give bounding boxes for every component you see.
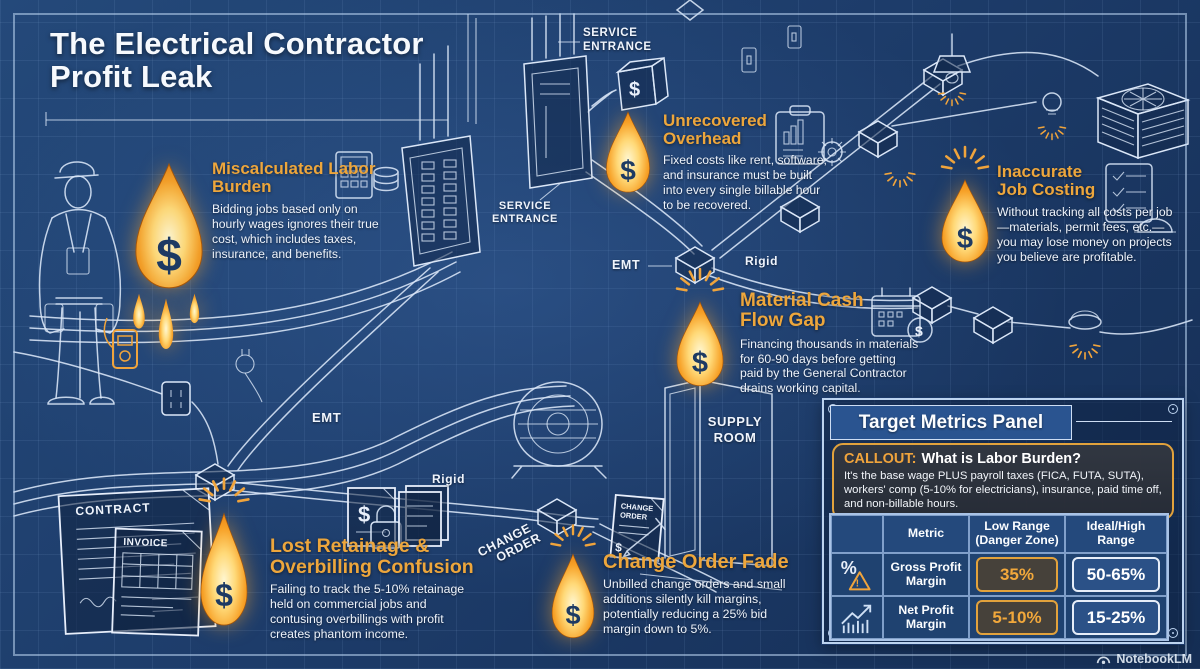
- clipboard-chart-gear-icon: [775, 105, 846, 166]
- profit-leak-drip: $: [668, 298, 732, 394]
- junction-box: [537, 498, 577, 536]
- profit-leak-drip: $: [598, 108, 658, 200]
- wall-switch: [741, 25, 802, 73]
- label-emt-lower: EMT: [312, 410, 342, 425]
- growth-chart-icon: [831, 596, 883, 639]
- section-miscalculated-labor-burden: Miscalculated Labor Burden Bidding jobs …: [212, 159, 380, 262]
- metric-name: Net Profit Margin: [883, 596, 969, 639]
- section-body: Bidding jobs based only on hourly wages …: [212, 202, 379, 261]
- junction-box: [858, 120, 898, 158]
- supply-room-door: [639, 379, 783, 591]
- pendant-light: [932, 33, 972, 107]
- notebooklm-logo-icon: [1097, 656, 1111, 664]
- calendar-dollar-icon: $: [871, 287, 933, 343]
- panel-header-rule: [1076, 421, 1172, 422]
- ceiling-light: [1068, 310, 1102, 360]
- svg-text:$: $: [629, 79, 640, 101]
- ideal-range-value: 15-25%: [1065, 596, 1167, 639]
- section-lost-retainage-overbilling: Lost Retainage & Overbilling Confusion F…: [270, 536, 510, 642]
- callout-question: What is Labor Burden?: [921, 451, 1082, 467]
- label-emt-upper: EMT: [612, 258, 641, 272]
- outlet-icon: [161, 381, 191, 416]
- percent-warning-icon: % !: [831, 553, 883, 596]
- hvac-condenser-unit: [1095, 83, 1191, 160]
- section-title: Material Cash Flow Gap: [740, 290, 864, 332]
- col-header-low-range: Low Range(Danger Zone): [969, 515, 1065, 553]
- svg-text:$: $: [915, 323, 923, 339]
- section-change-order-fade: Change Order Fade Unbilled change orders…: [603, 551, 853, 637]
- metrics-table: Metric Low Range(Danger Zone) Ideal/High…: [829, 513, 1169, 641]
- watermark-text: NotebookLM: [1116, 652, 1192, 666]
- profit-leak-drip: $: [192, 508, 256, 636]
- section-unrecovered-overhead: Unrecovered Overhead Fixed costs like re…: [663, 111, 827, 213]
- svg-text:$: $: [358, 502, 370, 527]
- melt-droplet: [156, 296, 176, 354]
- target-metrics-panel: Target Metrics Panel CALLOUT:What is Lab…: [822, 398, 1184, 644]
- profit-leak-drip: $: [933, 176, 997, 270]
- corner-cell: [831, 515, 883, 553]
- labor-burden-callout: CALLOUT:What is Labor Burden? It's the b…: [832, 443, 1174, 521]
- svg-text:$: $: [615, 540, 623, 555]
- profit-leak-drip-large: $: [123, 158, 215, 300]
- service-panel-a: [401, 135, 481, 267]
- section-title: Miscalculated Labor Burden: [212, 159, 376, 197]
- section-title: Change Order Fade: [603, 551, 789, 573]
- section-body: Without tracking all costs per job—mater…: [997, 205, 1173, 264]
- junction-box: [973, 306, 1013, 344]
- section-title: Lost Retainage & Overbilling Confusion: [270, 535, 474, 578]
- melt-droplet: [131, 292, 147, 332]
- page-title: The Electrical Contractor Profit Leak: [50, 26, 424, 94]
- wire-spool: [511, 381, 607, 479]
- document-dollar-lock-icon: $: [347, 487, 402, 549]
- document-stack-icon: [398, 485, 449, 547]
- section-body: Failing to track the 5-10% retainage hel…: [270, 581, 465, 641]
- title-bracket: [45, 14, 477, 126]
- worker-illustration: [38, 161, 138, 405]
- multimeter-icon: [103, 317, 138, 369]
- svg-text:!: !: [856, 578, 859, 589]
- invoice-document: INVOICE: [111, 527, 203, 637]
- label-rigid-lower: Rigid: [432, 472, 465, 486]
- melt-droplet: [188, 292, 201, 326]
- ideal-range-value: 50-65%: [1065, 553, 1167, 596]
- section-title: Unrecovered Overhead: [663, 111, 767, 149]
- notebooklm-watermark: NotebookLM: [1096, 652, 1192, 666]
- plug-icon: [235, 349, 263, 403]
- calculator-coins-icon: [335, 151, 399, 199]
- low-range-value: 5-10%: [969, 596, 1065, 639]
- callout-body: It's the base wage PLUS payroll taxes (F…: [844, 470, 1162, 511]
- profit-leak-drip: $: [544, 550, 602, 646]
- svg-text:CHANGE: CHANGE: [620, 501, 653, 513]
- callout-label: CALLOUT:: [844, 451, 917, 467]
- section-inaccurate-job-costing: Inaccurate Job Costing Without tracking …: [997, 162, 1177, 265]
- section-body: Unbilled change orders and small additio…: [603, 577, 786, 637]
- screw-icon: [1168, 404, 1178, 414]
- svg-text:%: %: [841, 558, 857, 578]
- low-range-value: 35%: [969, 553, 1065, 596]
- metric-name: Gross Profit Margin: [883, 553, 969, 596]
- checklist-hardhat-icon: [1105, 163, 1176, 233]
- service-panel-b: [523, 55, 593, 189]
- meter-box: $: [591, 56, 669, 111]
- section-body: Fixed costs like rent, software, and ins…: [663, 153, 827, 212]
- change-order-pen-icon: CHANGE ORDER $: [609, 493, 666, 562]
- section-title: Inaccurate Job Costing: [997, 162, 1096, 200]
- panel-title: Target Metrics Panel: [830, 405, 1072, 440]
- section-body: Financing thousands in materials for 60-…: [740, 336, 919, 396]
- label-rigid-upper: Rigid: [745, 254, 778, 268]
- section-material-cash-flow-gap: Material Cash Flow Gap Financing thousan…: [740, 290, 925, 396]
- wall-light: [1037, 92, 1067, 141]
- svg-text:INVOICE: INVOICE: [123, 537, 168, 550]
- col-header-metric: Metric: [883, 515, 969, 553]
- svg-text:CONTRACT: CONTRACT: [75, 500, 151, 518]
- svg-text:ORDER: ORDER: [620, 510, 648, 521]
- frame-diamond: [675, 0, 705, 21]
- screw-icon: [1168, 628, 1178, 638]
